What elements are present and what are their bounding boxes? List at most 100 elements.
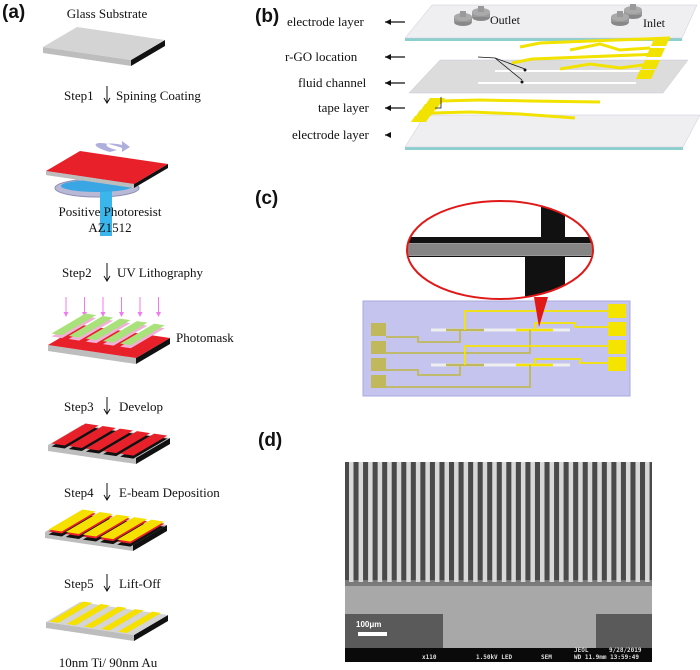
rgo-dot — [523, 68, 527, 72]
step2-label: Step2 — [62, 265, 92, 280]
uv-ray-head — [156, 312, 161, 317]
final-slab-side — [134, 615, 168, 641]
outlet-knob-icon — [478, 6, 484, 12]
electrode-pad — [651, 37, 670, 46]
sem-finger — [549, 462, 555, 582]
photoresist-strip — [120, 433, 168, 456]
chip-trace — [464, 310, 608, 330]
sem-finger — [349, 462, 354, 582]
sem-finger — [387, 462, 392, 582]
step1-label: Step1 — [64, 88, 94, 103]
sem-finger — [406, 462, 411, 582]
sem-finger — [625, 462, 631, 582]
spin-shaft — [100, 188, 112, 236]
glass-substrate-top — [43, 27, 165, 60]
photomask-strip — [120, 323, 165, 346]
outlet-knob-icon — [460, 11, 466, 17]
final-slab-front — [46, 622, 134, 641]
step5-label: Step5 — [64, 576, 94, 591]
panel-a-label: (a) — [2, 2, 26, 23]
exposed-slab-front — [48, 345, 136, 364]
photoresist-substrate — [46, 171, 134, 188]
zoom-inset — [407, 201, 593, 299]
sem-finger — [635, 462, 640, 582]
chip-left-pad — [371, 323, 386, 336]
sem-magnification: x110 — [422, 654, 437, 661]
inlet-knob-icon — [617, 11, 623, 17]
photomask-label: Photomask — [176, 330, 234, 345]
sem-pad-right — [596, 614, 652, 649]
electrode-strip — [49, 601, 93, 623]
photoresist-label: Positive Photoresist — [58, 204, 162, 219]
electrode-trace — [569, 42, 651, 52]
tape-pad — [411, 116, 430, 122]
photomask-strip — [68, 316, 114, 338]
sem-bus-edge — [345, 580, 652, 586]
electrode-pad — [641, 60, 660, 69]
sem-finger — [396, 462, 402, 582]
leader-arrow-head — [385, 132, 391, 138]
glass-substrate-side — [131, 40, 165, 66]
chip-right-pad — [608, 340, 626, 354]
rgo-dot — [520, 80, 524, 84]
chip-trace — [464, 345, 608, 365]
electrode-pad — [636, 70, 655, 79]
photomask-strip — [51, 313, 97, 336]
sem-finger — [473, 462, 478, 582]
electrode-pad — [646, 48, 665, 57]
layer-label-tape: tape layer — [318, 100, 369, 115]
step3-arrow-head — [103, 408, 111, 415]
step5-arrow-head — [103, 585, 111, 592]
step3-label: Step3 — [64, 399, 94, 414]
rotation-arrow-icon — [95, 141, 130, 152]
sem-finger — [377, 462, 383, 582]
leader-arrow-head — [385, 19, 391, 25]
sem-pad-left — [345, 614, 443, 649]
sem-finger — [568, 462, 574, 582]
gold-strip — [82, 514, 131, 537]
chip-right-pad — [608, 304, 626, 318]
bottom-electrode-plate-edge — [405, 147, 683, 150]
uv-ray-head — [137, 312, 143, 317]
deposited-slab-side — [133, 525, 167, 551]
zoom-ellipse — [406, 200, 594, 300]
layer-label-fluid-channel: fluid channel — [298, 75, 367, 90]
photoresist-name: AZ1512 — [88, 220, 132, 235]
chip-left-pad — [371, 375, 386, 388]
electrode-strip — [118, 611, 161, 633]
sem-finger — [606, 462, 612, 582]
sem-finger — [463, 462, 469, 582]
step1-action: Spining Coating — [116, 88, 201, 103]
sem-finger — [616, 462, 621, 582]
sem-finger — [358, 462, 364, 582]
photoresist-strip — [85, 428, 134, 451]
step3-action: Develop — [119, 399, 164, 414]
sem-date: 9/28/2019 — [609, 647, 642, 654]
leader-arrow-head — [385, 80, 391, 86]
callout-pointer — [534, 297, 548, 327]
sem-mode: SEM — [541, 654, 552, 661]
exposed-slab-side — [136, 338, 170, 364]
sem-finger — [520, 462, 526, 582]
glass-substrate-front — [43, 47, 131, 66]
sem-voltage: 1.50kV LED — [476, 654, 513, 661]
sem-finger — [482, 462, 488, 582]
step4-arrow-head — [103, 494, 111, 501]
gold-strip — [48, 509, 96, 532]
electrode-strip — [101, 609, 144, 631]
chip-trace — [534, 358, 608, 365]
photoresist-strip — [68, 426, 116, 449]
sem-finger — [454, 462, 459, 582]
panel-c-label: (c) — [255, 188, 279, 209]
electrode-strip — [66, 604, 110, 626]
photoresist-strip — [103, 431, 151, 454]
sem-finger — [492, 462, 497, 582]
chip-trace — [534, 322, 608, 330]
photomask-strip — [85, 318, 131, 341]
sem-finger — [368, 462, 373, 582]
electrode-strip — [83, 606, 127, 628]
tape-bracket — [435, 97, 442, 109]
chip-left-pad — [371, 341, 386, 354]
